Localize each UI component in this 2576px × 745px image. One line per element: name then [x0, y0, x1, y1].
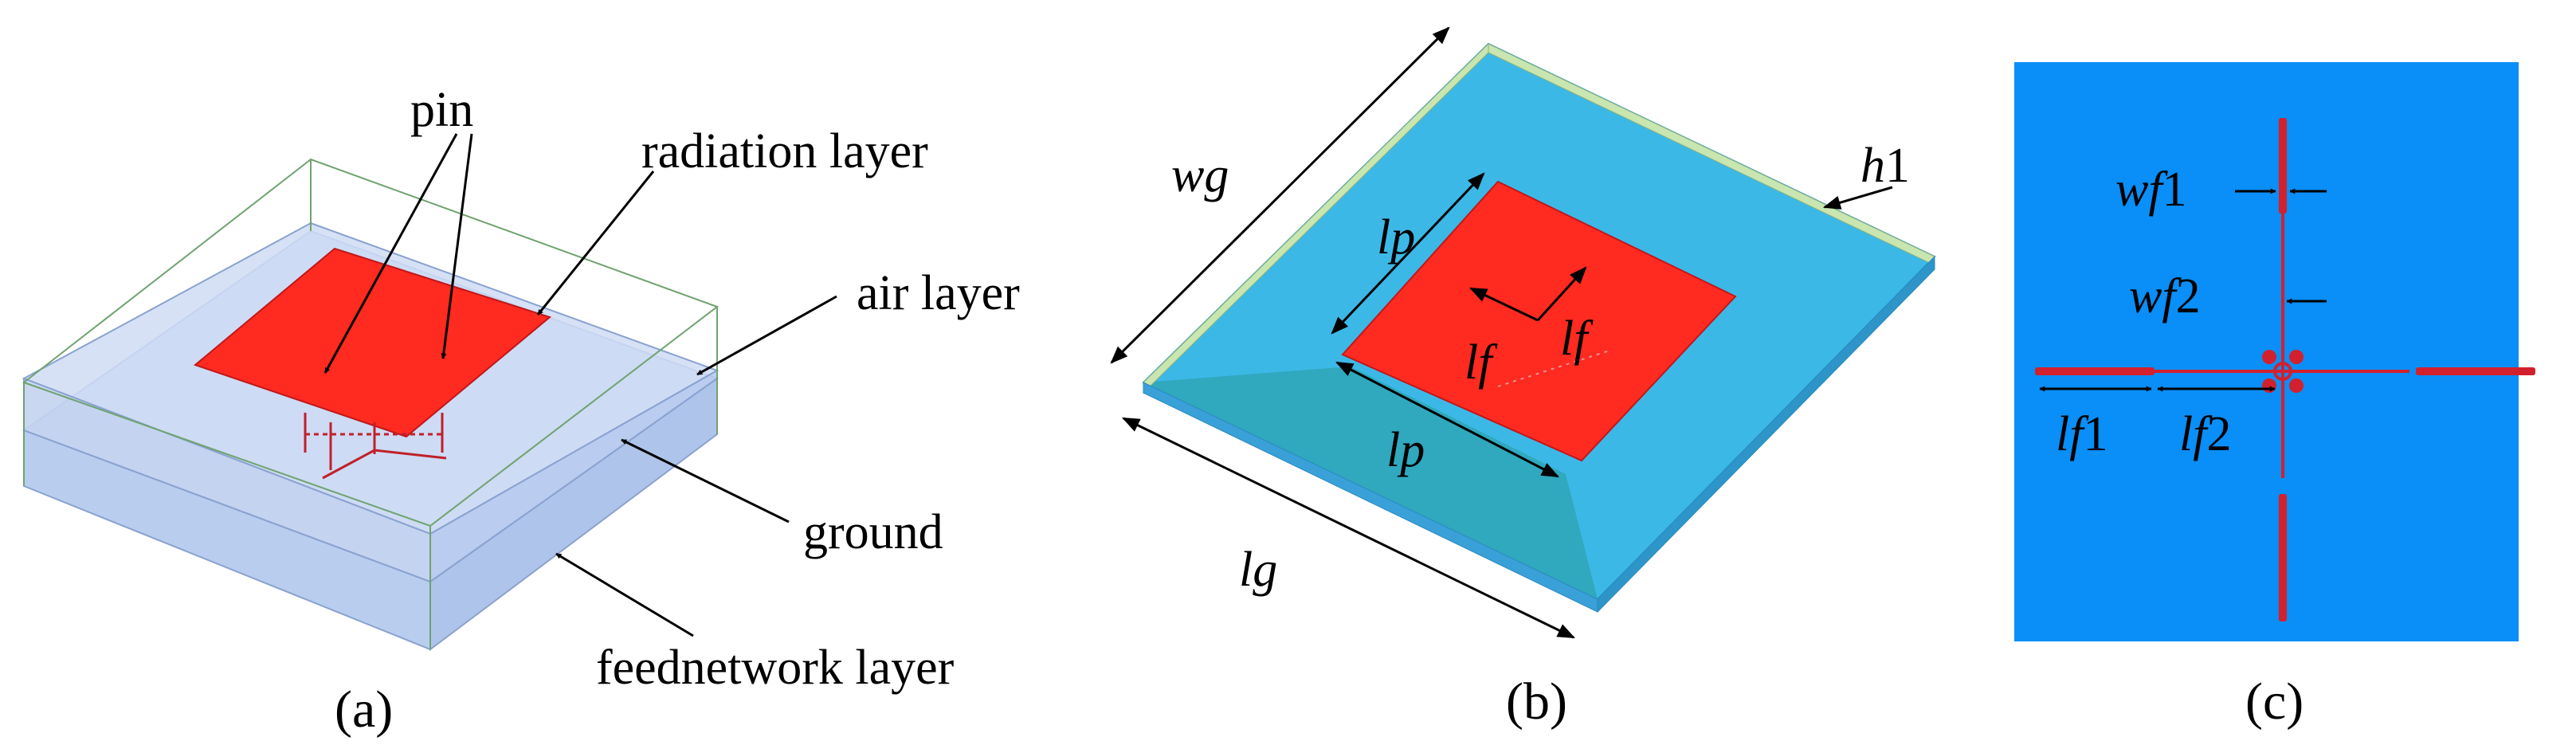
- dim-lp-bottom: lp: [1386, 423, 1425, 477]
- panel-a-leaders: [323, 133, 837, 637]
- dim-wg: wg: [1171, 148, 1229, 202]
- label-radiation-layer: radiation layer: [641, 124, 928, 178]
- caption-a: (a): [335, 680, 393, 739]
- label-feednetwork-layer: feednetwork layer: [596, 641, 955, 695]
- caption-b: (b): [1506, 672, 1567, 731]
- dim-wf2: wf2: [2129, 269, 2201, 323]
- panel-b-dimension-arrows: [1110, 26, 1893, 639]
- label-air-layer: air layer: [857, 266, 1020, 320]
- label-pin: pin: [410, 83, 473, 137]
- feed-lines: [2035, 118, 2535, 621]
- dim-lp-top: lp: [1377, 210, 1415, 265]
- outer-box-outline: [22, 158, 719, 649]
- dim-lg: lg: [1239, 543, 1277, 597]
- panel-b: wg h1 lp lf lf lp lg (b): [1110, 26, 1936, 731]
- panel-a: pin radiation layer air layer ground fee…: [22, 83, 1020, 739]
- panel-c: wf1 wf2 lf1 lf2 (c): [2014, 62, 2535, 731]
- radiation-patch: [193, 247, 552, 438]
- dim-lf2: lf2: [2179, 407, 2231, 461]
- label-ground: ground: [803, 505, 943, 559]
- caption-c: (c): [2245, 672, 2304, 731]
- dim-wf1: wf1: [2115, 163, 2187, 217]
- substrate-edge-side: [1597, 255, 1935, 614]
- feed-pins: [304, 413, 447, 480]
- dim-lf1: lf1: [2056, 407, 2107, 461]
- panel-c-dimension-arrows: [2039, 188, 2327, 392]
- dim-h1: h1: [1860, 139, 1910, 193]
